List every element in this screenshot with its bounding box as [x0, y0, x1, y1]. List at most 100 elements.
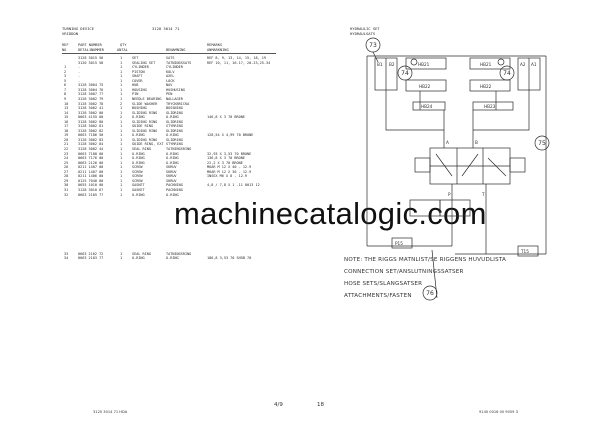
cell-part-number: -: [78, 78, 81, 83]
cell-qty: 1: [120, 74, 123, 79]
cell-description: O-RING: [132, 115, 145, 120]
cell-qty: 1: [120, 178, 123, 183]
cell-description: SLIDING RING: [132, 110, 158, 115]
cell-qty: 1: [120, 174, 123, 179]
cell-qty: 1: [120, 56, 123, 60]
cell-part-number: 3128 3004 75: [78, 83, 104, 88]
callout-74-right-label: 74: [503, 70, 511, 77]
list-subtitle: VRIDDON: [62, 30, 79, 36]
cell-benamning: NAV: [166, 83, 173, 88]
cell-benamning: O-RING: [166, 160, 179, 165]
cell-qty: 1: [120, 96, 123, 101]
cell-benamning: PEN: [166, 92, 173, 97]
cell-ref: 16: [64, 119, 69, 124]
cell-ref: 26: [64, 165, 69, 170]
cell-description: O-RING: [132, 192, 145, 197]
cell-remarks: 136,8 X 3 70 BRONE: [207, 156, 245, 161]
cell-part-number: 3128 3002 44: [78, 147, 104, 151]
cell-part-number: 3128 3002 84: [78, 142, 104, 147]
cell-ref: 33: [64, 251, 69, 256]
cell-benamning: STYRRING: [166, 124, 183, 129]
cell-qty: 1: [120, 142, 123, 147]
footer-left-code: 3120 3014 71 HDA: [93, 410, 128, 414]
cell-description: O-RING: [132, 256, 145, 261]
note-line-1: NOTE: THE RIGGS MATNLIST/SE RIGGENS HUVU…: [344, 257, 507, 263]
cell-part-number: 3128 3002 78: [78, 101, 104, 106]
cell-ref: 9: [64, 96, 67, 101]
cell-ref: 22: [64, 147, 69, 151]
cell-qty: 1: [120, 87, 123, 92]
cell-qty: 1: [120, 256, 123, 261]
cell-ref: 14: [64, 110, 69, 115]
cell-ref: 24: [64, 156, 69, 161]
port-a: A: [446, 140, 449, 145]
cell-part-number: 0663 7188 00: [78, 151, 104, 156]
cell-part-number: -: [78, 65, 81, 70]
cell-ref: 19: [64, 133, 69, 138]
cell-description: SEAL RING: [132, 251, 151, 256]
port-hb24: HB24: [421, 104, 433, 109]
cell-ref: 15: [64, 115, 69, 120]
callout-74-left: [397, 65, 413, 81]
cell-remarks: 186,8 3,53 70 SH5B 70: [207, 256, 252, 261]
cell-part-number: 0663 2105 77: [78, 192, 104, 197]
cell-description: O-RING: [132, 160, 145, 165]
port-hb22: HB22: [419, 84, 431, 89]
cell-ref: 23: [64, 151, 69, 156]
cell-qty: 1: [120, 192, 123, 197]
cell-qty: 1: [120, 160, 123, 165]
cell-ref: 7: [64, 87, 67, 92]
cell-remarks: 128,54 X 4,99 70 BRONE: [207, 133, 254, 138]
cell-part-number: 0663 2126 00: [78, 160, 104, 165]
cell-remarks: INSEX M6 X 8 - 12.9: [207, 174, 248, 179]
cell-description: SCREW: [132, 165, 143, 170]
cell-qty: 1: [120, 92, 123, 97]
cell-qty: 1: [120, 106, 123, 111]
cell-benamning: TATNINGSRING: [166, 147, 192, 151]
port-hb22-right: HB22: [480, 84, 492, 89]
cell-description: SET: [132, 56, 139, 60]
port-b2: B2: [389, 62, 395, 67]
header-divider: [62, 53, 276, 54]
cell-part-number: 3128 3002 41: [78, 106, 104, 111]
cell-benamning: KOLV: [166, 69, 175, 74]
cell-remarks: M6AR M 12 X 40 - 12.9: [207, 165, 252, 170]
cell-benamning: O-RING: [166, 256, 179, 261]
cell-qty: 1: [120, 156, 123, 161]
cell-qty: 1: [120, 60, 123, 65]
cell-ref: 3: [64, 74, 67, 79]
cell-ref: 27: [64, 169, 69, 174]
cell-benamning: TATNINGSSATS: [166, 60, 192, 65]
list-title: TURNING DEVICE: [62, 26, 95, 31]
cell-description: PIN: [132, 92, 139, 97]
port-a2: A2: [520, 62, 526, 67]
footer-right-code: 9140 0016 00 9059 3: [479, 410, 518, 414]
cell-description: HUB: [132, 83, 139, 88]
cell-ref: 25: [64, 160, 69, 165]
cell-benamning: STYRRING: [166, 142, 183, 147]
cell-benamning: GLIDRING: [166, 110, 183, 115]
port-t15: T15: [520, 249, 529, 254]
cell-part-number: 3128 3002 82: [78, 128, 104, 133]
cell-part-number: -: [78, 74, 81, 79]
cell-ref: 29: [64, 178, 69, 183]
cell-description: SLIDE WASHER: [132, 101, 158, 106]
cell-qty: 1: [120, 124, 123, 129]
cell-description: GUIDE RING, EXT: [132, 142, 164, 147]
cell-benamning: AXEL: [166, 74, 175, 79]
cell-ref: 34: [64, 256, 69, 261]
